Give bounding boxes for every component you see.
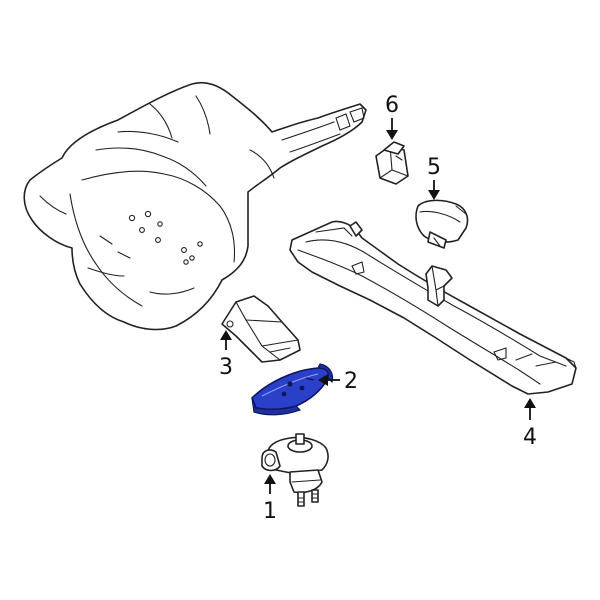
callout-1: 1 xyxy=(263,499,277,524)
callout-leaders xyxy=(220,118,536,494)
arrowhead-1 xyxy=(264,474,276,484)
arrowhead-5 xyxy=(428,190,440,200)
part-1-engine-mount xyxy=(261,433,329,507)
arrowhead-4 xyxy=(524,398,536,408)
arrowhead-3 xyxy=(220,330,232,340)
part-5-rear-mount xyxy=(415,199,469,249)
callout-3: 3 xyxy=(219,355,233,380)
callout-6: 6 xyxy=(385,93,399,118)
arrowhead-6 xyxy=(386,130,398,140)
arrowhead-2 xyxy=(318,374,328,386)
part-4-crossmember xyxy=(289,220,577,395)
part-6-stopper xyxy=(375,141,409,185)
callout-5: 5 xyxy=(427,155,441,180)
callout-numbers: 6 5 3 2 4 1 xyxy=(219,93,537,524)
part-2-heat-shield xyxy=(251,363,334,416)
transmission-outline xyxy=(23,81,367,331)
part-3-bracket xyxy=(221,295,301,363)
callout-2: 2 xyxy=(344,369,358,394)
callout-4: 4 xyxy=(523,425,537,450)
